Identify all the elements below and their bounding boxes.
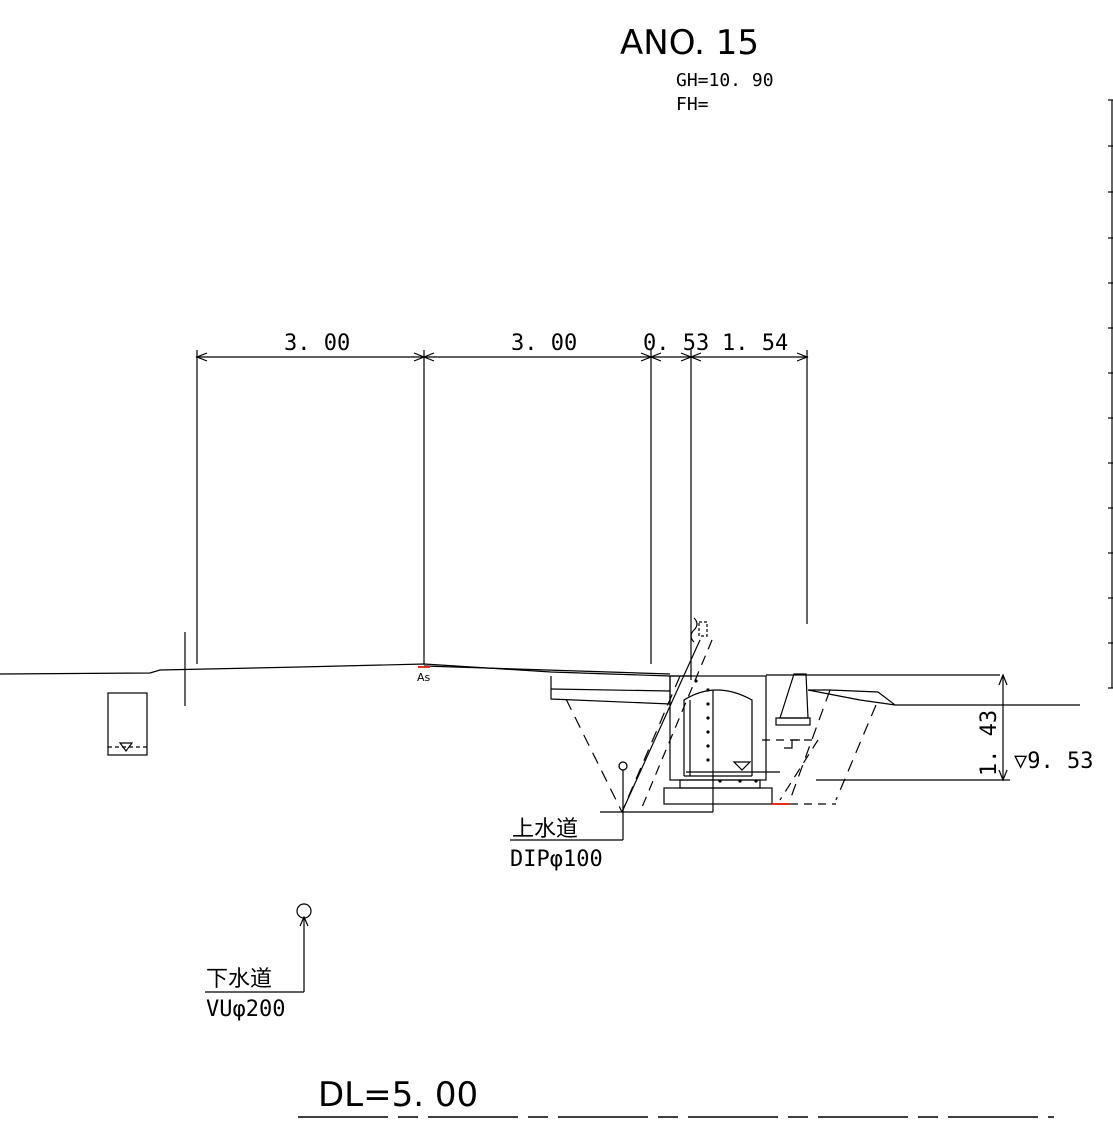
sewer-name: 下水道 — [206, 967, 272, 992]
dimension-label-2: 3. 00 — [511, 331, 577, 356]
sewer-spec: VUφ200 — [206, 997, 285, 1022]
ground-height-label: GH=10. 90 — [676, 70, 774, 91]
sewer-icon — [296, 903, 312, 919]
water-level-label: ▽9. 53 — [1014, 749, 1093, 774]
box-culvert — [600, 675, 780, 813]
retaining-wall — [762, 673, 1080, 805]
reinforcement-dots — [694, 679, 758, 783]
dimension-label-1: 3. 00 — [284, 331, 350, 356]
asphalt-label: As — [417, 671, 431, 684]
depth-dimension — [998, 673, 1010, 782]
table-edge — [1108, 99, 1113, 689]
road-structure — [550, 617, 713, 813]
depth-label: 1. 43 — [977, 710, 1002, 776]
top-dimension-chain — [195, 350, 809, 680]
ground-profile — [0, 632, 1000, 706]
datum-label: DL=5. 00 — [318, 1075, 478, 1115]
water-main-icon — [618, 761, 628, 771]
dimension-label-3: 0. 53 — [643, 331, 709, 356]
dimension-label-4: 1. 54 — [722, 331, 788, 356]
section-title: ANO. 15 — [620, 23, 759, 63]
water-main-name: 上水道 — [512, 817, 578, 842]
catch-basin — [107, 692, 148, 756]
sewer-leader — [205, 915, 309, 993]
formation-height-label: FH= — [676, 94, 709, 115]
water-main-spec: DIPφ100 — [510, 847, 603, 872]
